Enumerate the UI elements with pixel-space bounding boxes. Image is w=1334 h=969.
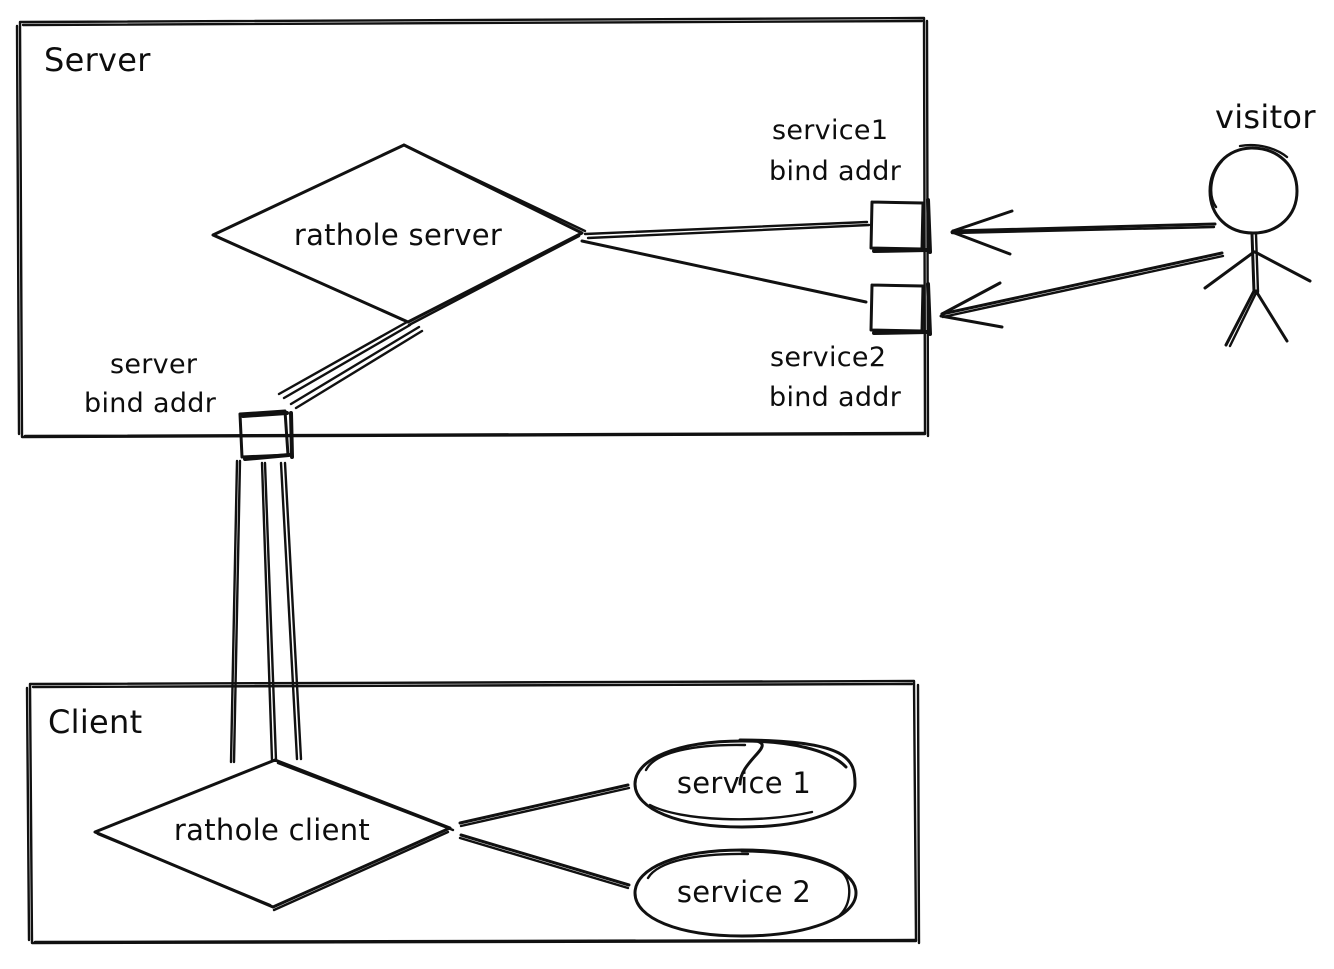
rathole-client-node[interactable] [93,758,455,912]
edge-visitor-to-service1[interactable] [950,209,1217,256]
service1-ellipse-node[interactable] [633,738,857,829]
edge-ratholeclient-to-service2[interactable] [458,833,631,890]
server-bind-addr-box[interactable] [238,409,294,461]
edge-ratholeserver-to-serverbind[interactable] [277,320,424,410]
visitor-label: visitor [1215,98,1316,136]
service2-bind-addr-label-line1: service2 [770,342,886,373]
edge-ratholeclient-to-service1[interactable] [458,783,631,828]
client-group-label: Client [48,703,142,741]
service2-bind-addr-box[interactable] [869,282,932,336]
edge-serverbind-to-ratholeclient[interactable] [229,459,303,764]
service1-bind-addr-label-line2: bind addr [769,156,902,187]
edge-ratholeserver-to-service1[interactable] [583,220,871,240]
server-bind-addr-label-line1: server [110,349,198,380]
rathole-client-label: rathole client [174,813,370,847]
edge-ratholeserver-to-service2[interactable] [580,239,868,304]
service2-ellipse-label: service 2 [677,875,811,909]
edge-visitor-to-service2[interactable] [939,251,1225,329]
service2-ellipse-node[interactable] [633,848,858,938]
rathole-server-label: rathole server [294,218,502,252]
server-bind-addr-label-line2: bind addr [84,388,217,419]
service1-ellipse-label: service 1 [677,766,811,800]
service1-bind-addr-box[interactable] [869,198,932,254]
service2-bind-addr-label-line2: bind addr [769,382,902,413]
client-group-box[interactable] [25,679,921,945]
service1-bind-addr-label-line1: service1 [772,115,888,146]
visitor-figure[interactable] [1203,143,1312,348]
server-group-label: Server [44,41,151,79]
